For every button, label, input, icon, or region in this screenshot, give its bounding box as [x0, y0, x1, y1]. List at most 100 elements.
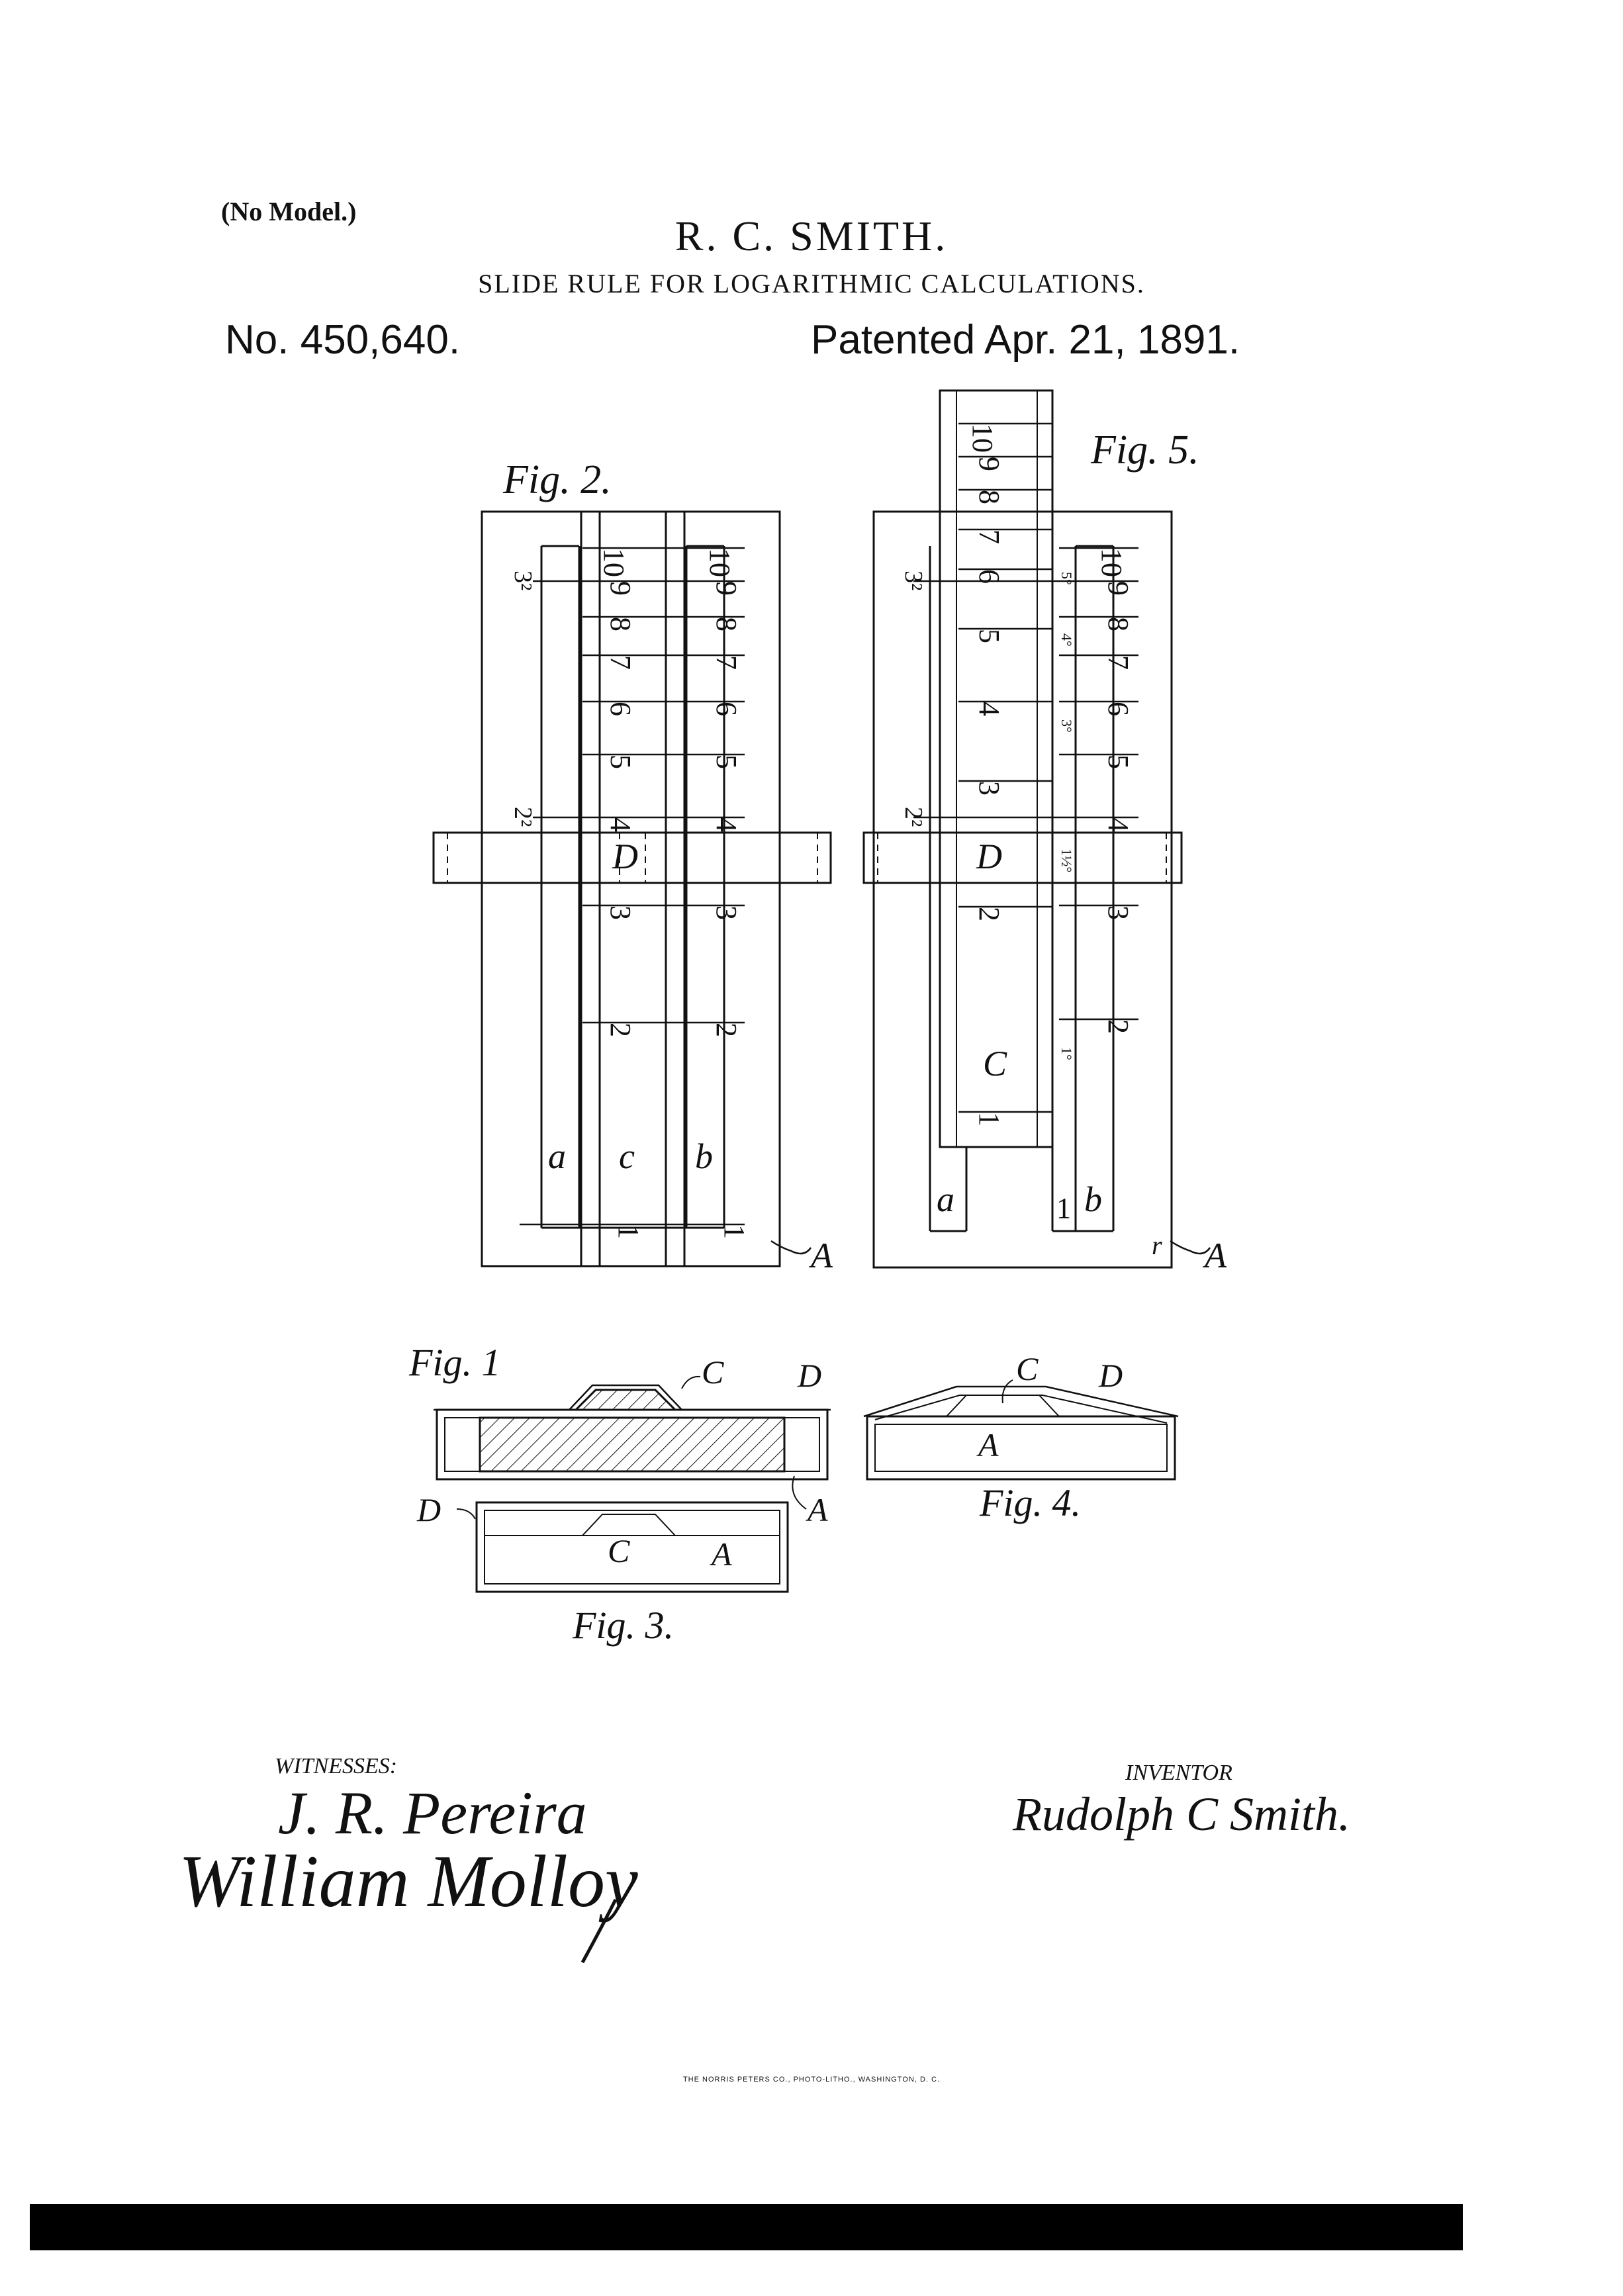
fig3-stock-outline	[475, 1501, 789, 1593]
fig2-b-num-2: 2	[710, 1023, 743, 1037]
fig5-letter-one: 1	[1056, 1192, 1071, 1224]
figure-5: Fig. 5.	[862, 389, 1227, 1275]
fig5-letter-b: b	[1084, 1179, 1102, 1219]
fig2-stock-A	[481, 510, 781, 1267]
fig2-c-num-5: 5	[604, 755, 637, 769]
fig4-stock-outline	[866, 1415, 1176, 1481]
fig2-c-num-1: 1	[612, 1224, 645, 1239]
fig2-c-num-6: 6	[604, 702, 637, 716]
fig2-b-num-3: 3	[710, 905, 743, 920]
fig5-degree-1-half: 1½°	[1058, 849, 1075, 872]
fig5-slide-num-10: 10	[966, 424, 999, 453]
fig5-slide-num-2: 2	[973, 907, 1005, 921]
fig1-stock-A-section	[479, 1416, 786, 1473]
fig5-right-num-2: 2	[1102, 1019, 1135, 1034]
fig1-slide-C-section	[573, 1389, 678, 1411]
fig1-letter-A: A	[806, 1491, 828, 1528]
fig5-letter-r: r	[1152, 1230, 1162, 1260]
fig5-right-num-7: 7	[1102, 655, 1135, 670]
figure-2: Fig. 2.	[432, 457, 833, 1275]
fig2-c-num-9: 9	[604, 581, 637, 596]
fig5-slide-C	[939, 389, 1054, 1148]
fig2-letter-A: A	[809, 1236, 833, 1275]
fig4-letter-D: D	[1098, 1357, 1123, 1394]
fig3-letter-D: D	[416, 1491, 441, 1528]
fig5-slide-num-3: 3	[973, 781, 1005, 796]
fig2-letter-D: D	[612, 837, 638, 876]
fig2-c-num-10: 10	[598, 548, 630, 577]
fig1-cursor-D	[434, 1384, 831, 1411]
witness-signature-1: J. R. Pereira	[278, 1779, 587, 1847]
fig4-label: Fig. 4.	[979, 1481, 1081, 1524]
fig1-letter-D: D	[797, 1357, 821, 1394]
fig2-c-num-3: 3	[604, 905, 637, 920]
figure-3: D C A Fig. 3.	[416, 1491, 789, 1647]
inventor-signature: Rudolph C Smith.	[1012, 1788, 1350, 1841]
no-model-note: (No Model.)	[221, 197, 357, 226]
fig2-b-num-6: 6	[710, 702, 743, 716]
fig2-c-num-7: 7	[604, 655, 637, 670]
fig2-b-num-5: 5	[710, 755, 743, 769]
fig5-right-num-5: 5	[1102, 755, 1135, 769]
fig5-slide-num-8: 8	[973, 490, 1005, 504]
fig2-b-num-4: 4	[710, 817, 743, 832]
fig2-b-num-7: 7	[710, 655, 743, 670]
fig3-letter-C: C	[608, 1532, 630, 1569]
fig5-right-num-4: 4	[1102, 817, 1135, 832]
fig1-letter-C: C	[702, 1354, 724, 1391]
fig1-label: Fig. 1	[408, 1341, 501, 1384]
fig5-power-2-squared: 2²	[900, 807, 927, 827]
fig2-label: Fig. 2.	[502, 457, 612, 502]
fig5-letter-C: C	[983, 1044, 1007, 1083]
fig5-letter-a: a	[937, 1179, 954, 1219]
fig5-slide-num-7: 7	[973, 529, 1005, 544]
fig5-right-num-10: 10	[1095, 548, 1128, 577]
fig2-b-num-8: 8	[710, 617, 743, 631]
fig3-letter-A: A	[710, 1536, 732, 1573]
fig5-degree-3: 3°	[1058, 719, 1075, 733]
fig4-letter-A: A	[976, 1426, 999, 1463]
fig5-letter-A: A	[1203, 1236, 1227, 1275]
patented-date: Patented Apr. 21, 1891.	[811, 317, 1240, 363]
fig2-letter-a: a	[548, 1136, 566, 1176]
fig5-right-num-6: 6	[1102, 702, 1135, 716]
fig3-label: Fig. 3.	[572, 1604, 674, 1647]
fig5-slide-num-5: 5	[973, 629, 1005, 643]
lithographer-imprint: THE NORRIS PETERS CO., PHOTO-LITHO., WAS…	[682, 2076, 941, 2084]
fig2-letter-c: c	[619, 1136, 635, 1176]
fig2-cursor-D	[432, 831, 832, 884]
invention-title: SLIDE RULE FOR LOGARITHMIC CALCULATIONS.	[478, 269, 1145, 298]
inventor-label: INVENTOR	[1125, 1761, 1232, 1785]
fig5-right-num-9: 9	[1102, 581, 1135, 596]
fig5-degree-1: 1°	[1058, 1047, 1075, 1060]
fig2-c-num-4: 4	[604, 817, 637, 832]
figure-1: Fig. 1 C D A	[408, 1341, 831, 1528]
figure-4: C D A Fig. 4.	[863, 1350, 1179, 1524]
fig2-b-num-10: 10	[704, 548, 736, 577]
fig5-cursor-D	[862, 831, 1183, 884]
fig4-cursor-D	[863, 1385, 1179, 1418]
fig2-b-num-9: 9	[710, 581, 743, 596]
fig2-letter-b: b	[695, 1136, 713, 1176]
fig2-c-num-8: 8	[604, 617, 637, 631]
fig5-letter-D: D	[976, 837, 1002, 876]
fig2-power-3-squared: 3²	[509, 571, 537, 590]
fig2-power-2-squared: 2²	[509, 807, 537, 827]
witnesses-label: WITNESSES:	[275, 1754, 398, 1778]
fig3-slide-C	[582, 1514, 676, 1536]
witness-signature-2: William Molloy	[179, 1841, 638, 1923]
patent-number: No. 450,640.	[225, 317, 461, 363]
fig5-slide-num-9: 9	[973, 457, 1005, 471]
fig5-label: Fig. 5.	[1090, 428, 1199, 473]
fig4-letter-C: C	[1016, 1350, 1039, 1387]
fig5-slide-num-1: 1	[973, 1112, 1005, 1126]
fig5-right-num-3: 3	[1102, 905, 1135, 920]
fig5-slide-num-4: 4	[973, 702, 1005, 716]
fig5-degree-4: 4°	[1058, 633, 1075, 647]
fig5-slide-num-6: 6	[973, 569, 1005, 584]
fig5-power-3-squared: 3²	[900, 571, 927, 590]
inventor-name: R. C. SMITH.	[674, 212, 949, 259]
fig2-graduations	[520, 547, 745, 1226]
fig2-c-num-2: 2	[604, 1023, 637, 1037]
